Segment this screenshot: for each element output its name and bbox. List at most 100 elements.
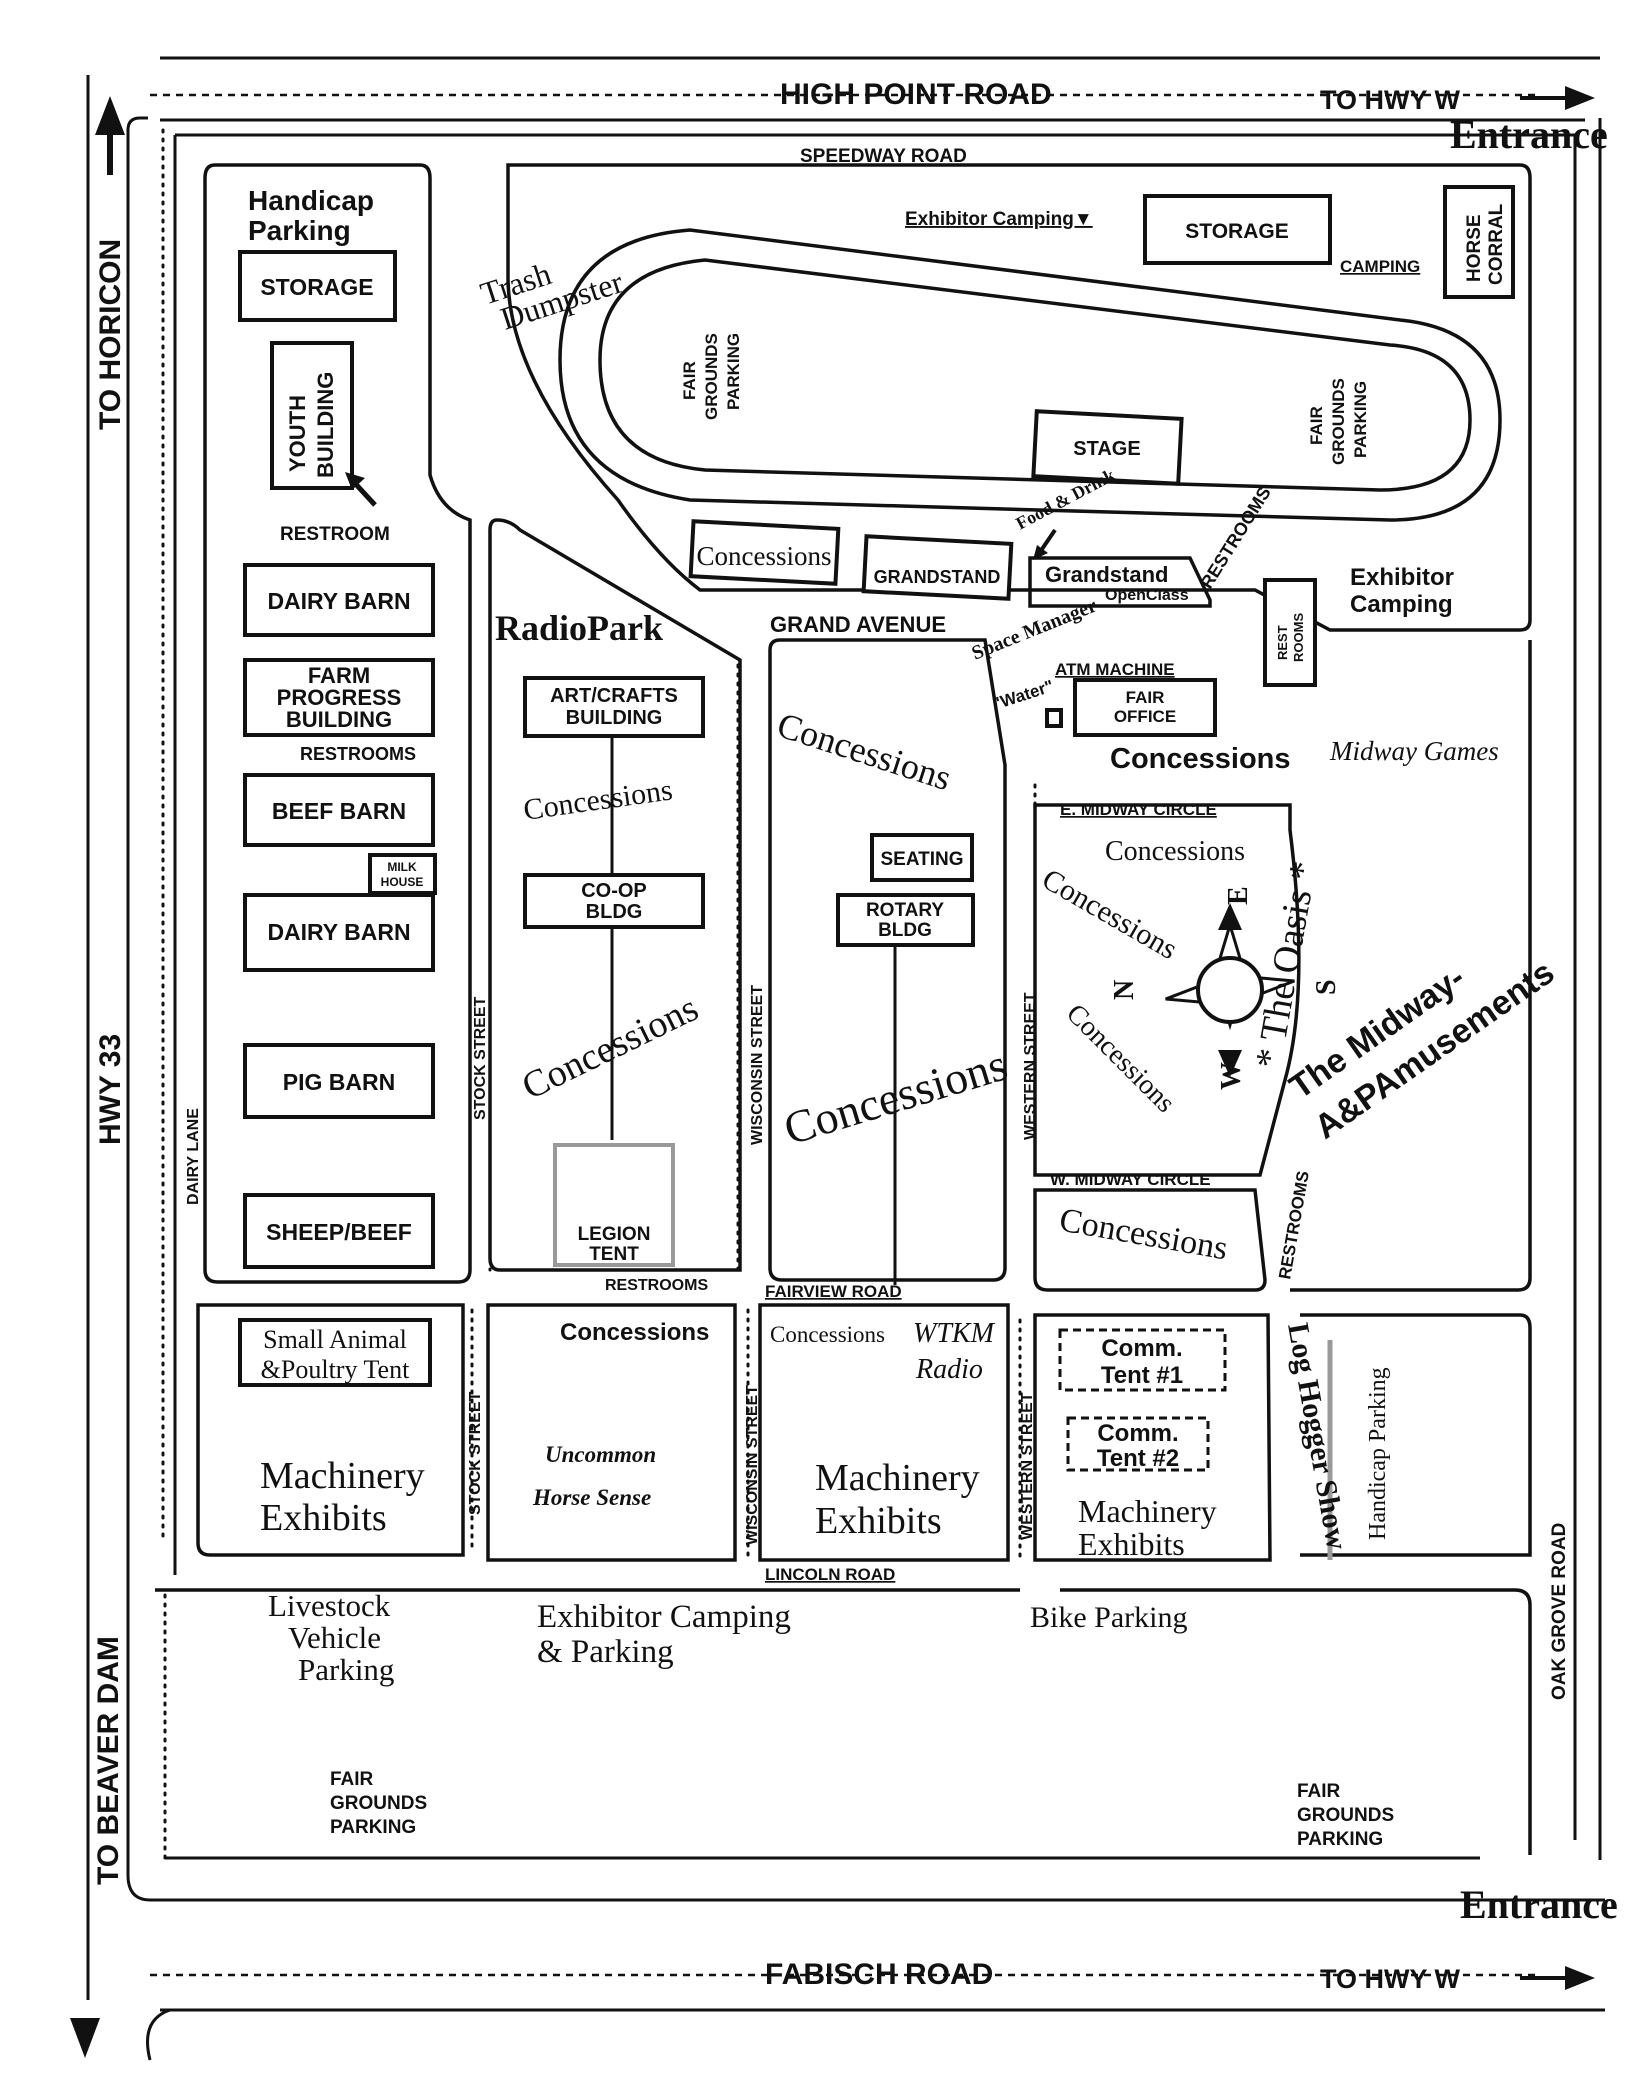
midway-concessions-1: Concessions bbox=[1105, 836, 1245, 867]
high-point-road-label: HIGH POINT ROAD bbox=[780, 78, 1052, 111]
lower-blocks: Small Animal &Poultry Tent Machinery Exh… bbox=[196, 1303, 1532, 1562]
farm-progress-line3: BUILDING bbox=[286, 707, 392, 732]
seating[interactable] bbox=[870, 833, 974, 882]
coop-building[interactable] bbox=[523, 873, 705, 929]
wisconsin-street-label-2: WISCONSIN STREET bbox=[744, 1385, 761, 1545]
grand-avenue-label: GRAND AVENUE bbox=[770, 612, 946, 637]
track-parking-right-1: FAIR bbox=[1307, 406, 1326, 445]
w-midway-label: W. MIDWAY CIRCLE bbox=[1050, 1170, 1211, 1189]
beef-barn[interactable] bbox=[243, 773, 435, 847]
stock-street-label-1: STOCK STREET bbox=[472, 997, 489, 1121]
dairy-barn-2-label: DAIRY BARN bbox=[267, 919, 410, 945]
exhibitor-camping-right-1: Exhibitor bbox=[1350, 564, 1454, 591]
legion-tent-line2: TENT bbox=[589, 1244, 639, 1265]
uncommon-line1: Uncommon bbox=[545, 1442, 656, 1467]
small-animal-tent[interactable] bbox=[238, 1318, 432, 1387]
comm-tent-1-line2: Tent #1 bbox=[1101, 1362, 1183, 1389]
rest-rooms-building[interactable] bbox=[1263, 578, 1317, 687]
midway-concessions-2: Concessions bbox=[1037, 862, 1183, 966]
uncommon-line2: Horse Sense bbox=[532, 1485, 651, 1510]
concessions-booth-label: Concessions bbox=[697, 541, 832, 571]
sheep-beef-barn[interactable] bbox=[243, 1193, 435, 1269]
comm-tent-1[interactable] bbox=[1058, 1328, 1227, 1392]
comm-tent-2[interactable] bbox=[1066, 1416, 1210, 1472]
open-class-label: OpenClass bbox=[1105, 587, 1189, 604]
atm-label: ATM MACHINE bbox=[1055, 660, 1175, 679]
stage-label: STAGE bbox=[1073, 438, 1140, 460]
art-crafts-building[interactable] bbox=[523, 676, 705, 738]
coop-line2: BLDG bbox=[586, 901, 643, 923]
arrow-icon bbox=[1038, 528, 1057, 554]
stock-street-label-2: STOCK STREET bbox=[467, 1392, 484, 1516]
restrooms-left-label: RESTROOMS bbox=[300, 744, 416, 764]
grandstand-building[interactable] bbox=[861, 534, 1014, 601]
fair-parking-left-2: GROUNDS bbox=[330, 1793, 427, 1814]
youth-building[interactable] bbox=[270, 341, 354, 490]
stage[interactable] bbox=[1031, 409, 1184, 486]
storage-top[interactable] bbox=[1143, 194, 1332, 265]
farm-progress-line2: PROGRESS bbox=[277, 685, 402, 710]
grandstand-openclass-box[interactable] bbox=[1028, 556, 1212, 608]
horse-corral-line1: HORSE bbox=[1464, 214, 1485, 282]
farm-progress-building[interactable] bbox=[243, 658, 435, 737]
water-station[interactable] bbox=[1045, 708, 1063, 728]
dairy-barn-1[interactable] bbox=[243, 563, 435, 637]
track-area: Trash Dumpster Exhibitor Camping▼ STORAG… bbox=[476, 163, 1532, 632]
pig-barn[interactable] bbox=[243, 1043, 435, 1119]
e-midway-label: E. MIDWAY CIRCLE bbox=[1060, 800, 1217, 819]
machinery-2-line1: Machinery bbox=[815, 1457, 980, 1499]
youth-building-line1: YOUTH bbox=[285, 395, 310, 472]
midway-concessions-bottom: Concessions bbox=[1057, 1201, 1231, 1267]
beef-barn-label: BEEF BARN bbox=[272, 798, 406, 824]
fair-parking-right-3: PARKING bbox=[1297, 1829, 1383, 1850]
bike-parking-label: Bike Parking bbox=[1030, 1601, 1188, 1634]
handicap-parking-line2: Parking bbox=[248, 215, 351, 246]
pig-barn-label: PIG BARN bbox=[283, 1069, 395, 1095]
small-animal-line1: Small Animal bbox=[263, 1325, 407, 1354]
radio-park-title: RadioPark bbox=[495, 608, 663, 648]
machinery-3-line2: Exhibits bbox=[1078, 1526, 1185, 1562]
milk-house[interactable] bbox=[368, 853, 437, 895]
dairy-barn-1-label: DAIRY BARN bbox=[267, 588, 410, 614]
log-hogger-label: Log Hogger Show bbox=[1281, 1320, 1353, 1552]
lower-concessions-b: Concessions bbox=[770, 1322, 885, 1347]
entrance-bottom[interactable]: Entrance bbox=[1460, 1882, 1618, 1927]
radio-concessions-1: Concessions bbox=[521, 773, 674, 827]
concessions-gray-label: Concessions bbox=[1110, 743, 1291, 775]
machinery-3-line1: Machinery bbox=[1078, 1493, 1217, 1529]
machinery-1-line1: Machinery bbox=[260, 1455, 425, 1497]
western-street-label-2: WESTERN STREET bbox=[1019, 1392, 1036, 1540]
fair-parking-right-1: FAIR bbox=[1297, 1781, 1341, 1802]
fair-parking-right-2: GROUNDS bbox=[1297, 1805, 1394, 1826]
rotary-building[interactable] bbox=[836, 893, 975, 947]
speedway-road-label: SPEEDWAY ROAD bbox=[800, 146, 967, 167]
coop-line1: CO-OP bbox=[581, 880, 647, 902]
handicap-parking-right: Handicap Parking bbox=[1365, 1367, 1391, 1540]
compass-icon bbox=[1165, 903, 1295, 1077]
wtkm-line2: Radio bbox=[915, 1354, 983, 1385]
center-block: Concessions SEATING ROTARY BLDG Concessi… bbox=[768, 638, 1013, 1285]
restrooms-diag-label: RESTROOMS bbox=[1196, 483, 1274, 592]
grandstand-label: GRANDSTAND bbox=[874, 567, 1001, 587]
radio-restrooms-label: RESTROOMS bbox=[605, 1277, 708, 1294]
milk-house-line2: HOUSE bbox=[381, 875, 424, 889]
dairy-barn-2[interactable] bbox=[243, 893, 435, 972]
rotary-line1: ROTARY bbox=[866, 900, 944, 921]
fairview-road-label: FAIRVIEW ROAD bbox=[765, 1282, 902, 1301]
radio-concessions-2: Concessions bbox=[516, 987, 705, 1108]
restroom-label: RESTROOM bbox=[280, 524, 390, 545]
storage-left[interactable] bbox=[238, 250, 397, 322]
storage-left-label: STORAGE bbox=[260, 274, 373, 300]
left-column: DAIRY LANE Handicap Parking STORAGE YOUT… bbox=[185, 163, 472, 1284]
horse-corral[interactable] bbox=[1443, 185, 1515, 299]
exhibitor-camping-top-label: Exhibitor Camping▼ bbox=[905, 209, 1093, 230]
entrance-top[interactable]: Entrance bbox=[1450, 112, 1608, 157]
horse-corral-line2: CORRAL bbox=[1486, 203, 1507, 285]
rest-rooms-line2: ROOMS bbox=[1291, 613, 1306, 662]
midway-restrooms-label: RESTROOMS bbox=[1275, 1169, 1313, 1280]
fair-office[interactable] bbox=[1073, 678, 1217, 737]
concessions-booth[interactable] bbox=[688, 519, 841, 586]
legion-tent-line1: LEGION bbox=[578, 1224, 651, 1245]
legion-tent[interactable] bbox=[553, 1143, 675, 1267]
to-hwy-w-bottom-label: TO HWY W bbox=[1320, 1964, 1461, 1994]
